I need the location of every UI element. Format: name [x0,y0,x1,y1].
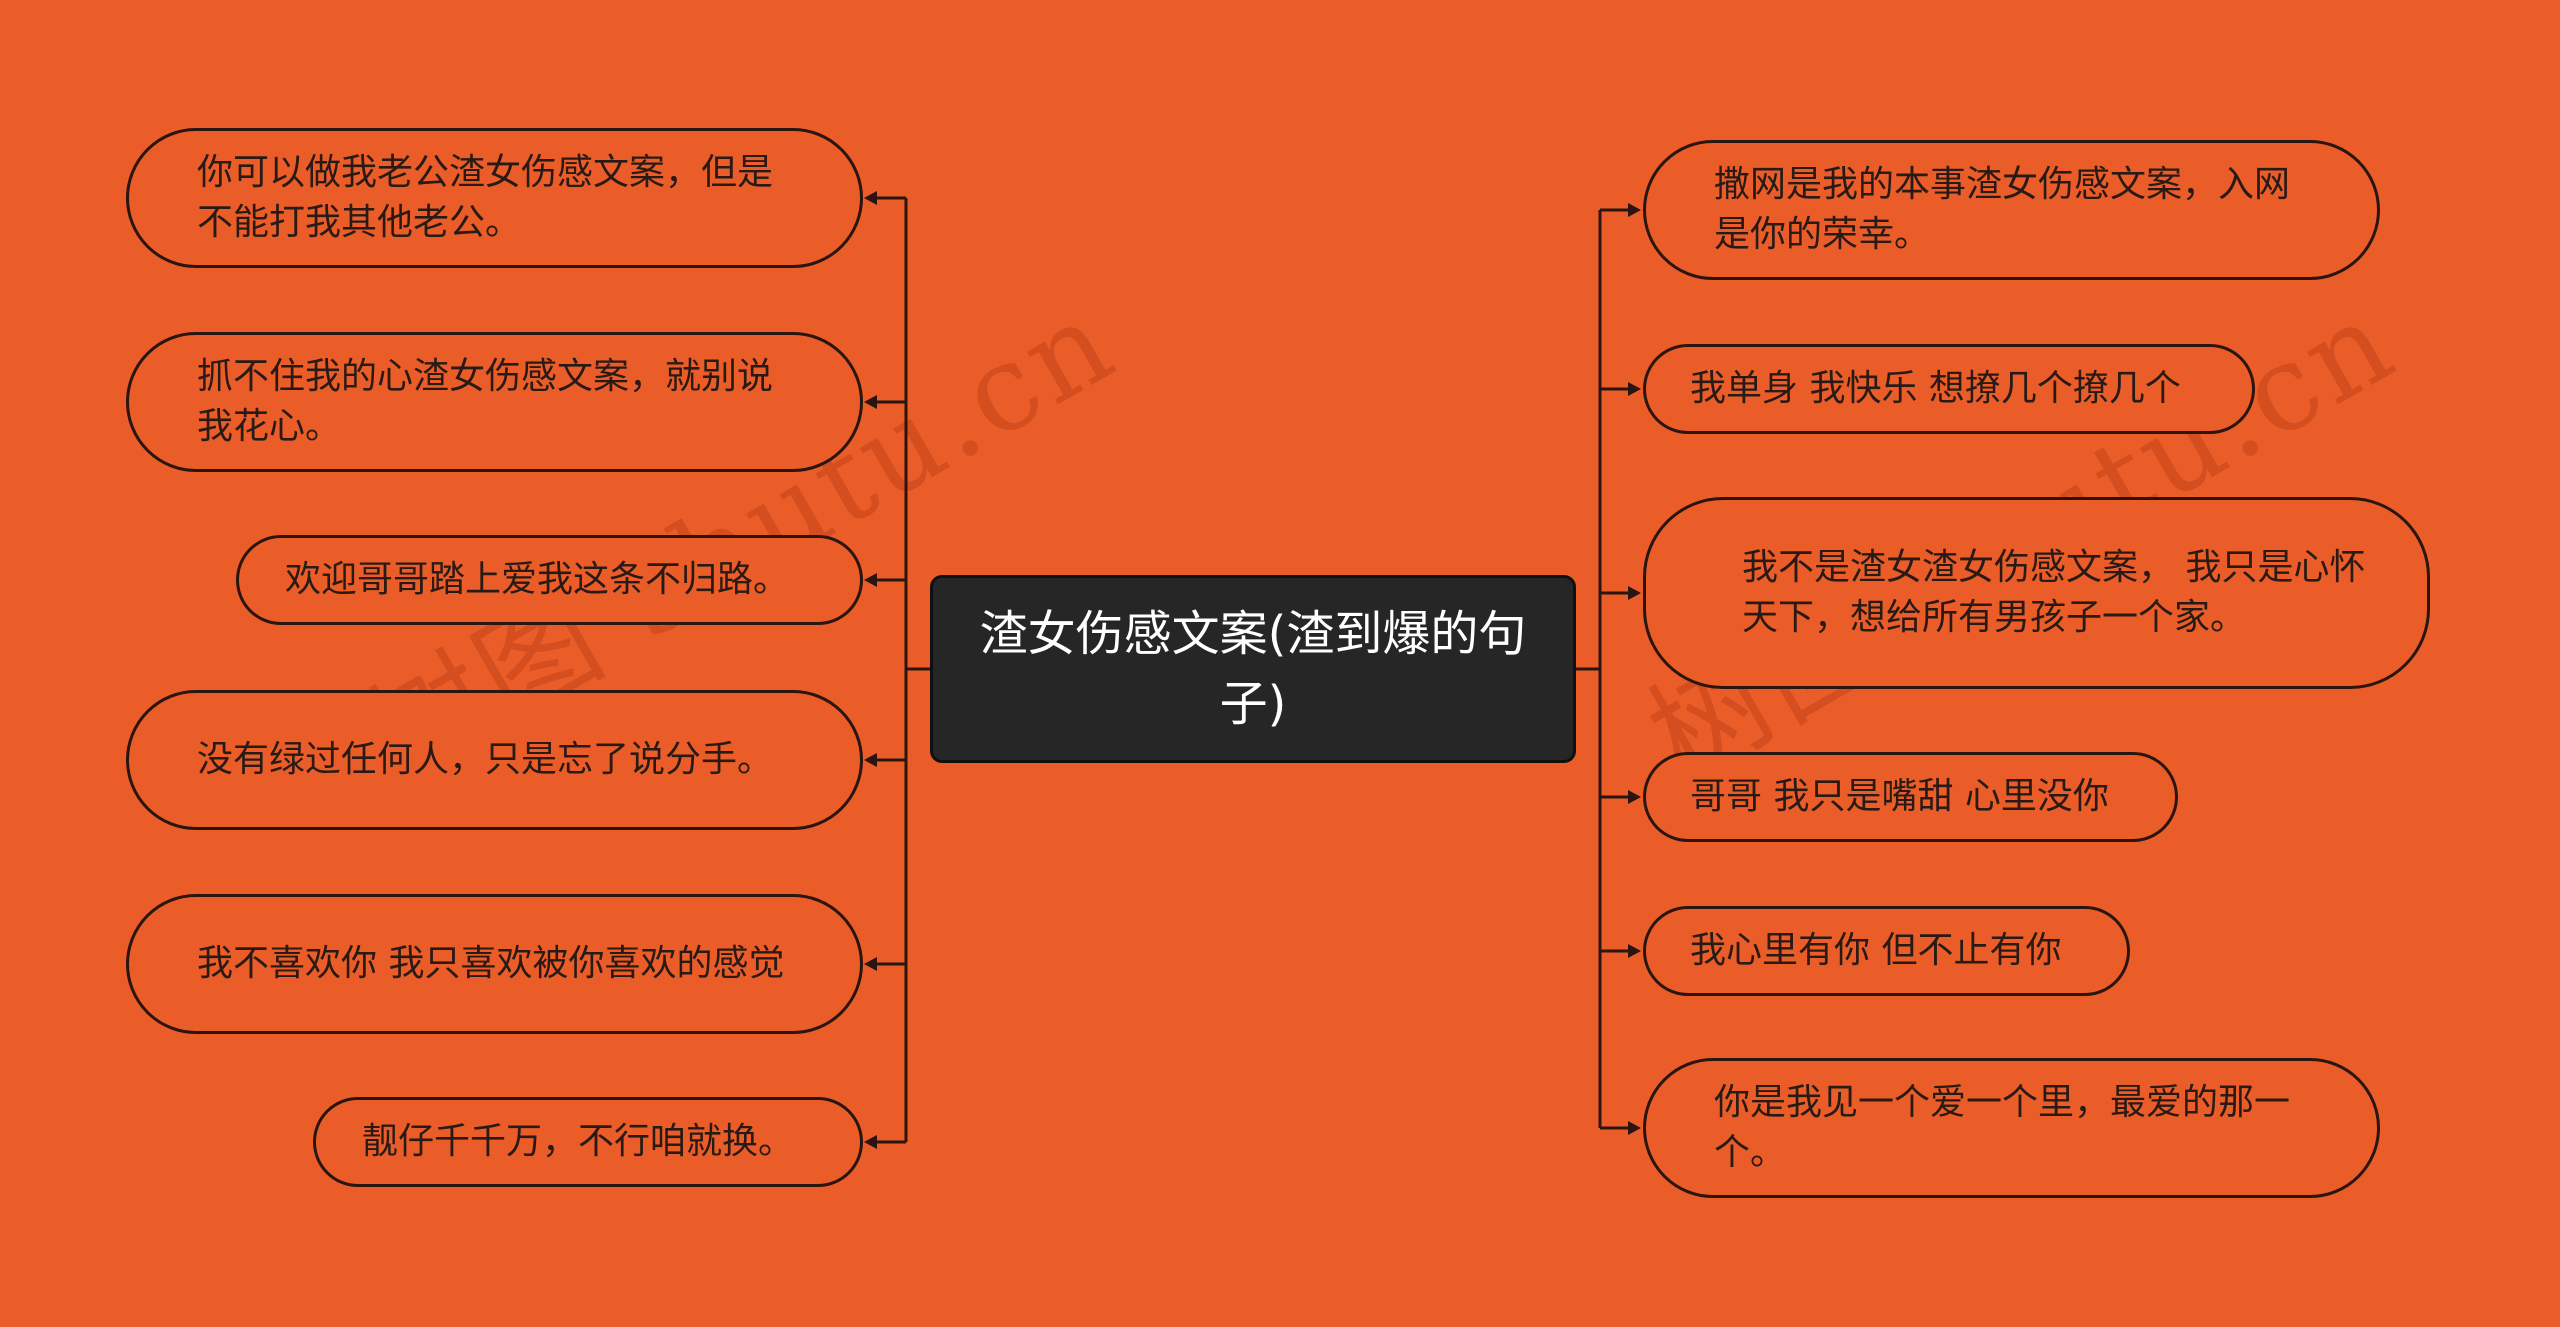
left-node-5[interactable]: 我不喜欢你 我只喜欢被你喜欢的感觉 [126,894,863,1034]
left-node-1-text: 你可以做我老公渣女伤感文案，但是不能打我其他老公。 [197,152,774,243]
left-node-4[interactable]: 没有绿过任何人，只是忘了说分手。 [126,690,863,830]
left-node-6-text: 靓仔千千万，不行咱就换。 [362,1121,795,1162]
central-topic[interactable]: 渣女伤感文案(渣到爆的句子) [930,575,1576,763]
right-node-1[interactable]: 撒网是我的本事渣女伤感文案，入网是你的荣幸。 [1643,140,2380,280]
right-node-3[interactable]: 我不是渣女渣女伤感文案， 我只是心怀天下，想给所有男孩子一个家。 [1643,497,2430,689]
right-node-4-text: 哥哥 我只是嘴甜 心里没你 [1690,776,2109,817]
right-node-6[interactable]: 你是我见一个爱一个里，最爱的那一个。 [1643,1058,2380,1198]
right-node-3-text: 我不是渣女渣女伤感文案， 我只是心怀天下，想给所有男孩子一个家。 [1742,547,2366,638]
right-node-5-text: 我心里有你 但不止有你 [1690,930,2062,971]
left-node-5-text: 我不喜欢你 我只喜欢被你喜欢的感觉 [197,943,785,984]
central-topic-title: 渣女伤感文案(渣到爆的句子) [979,606,1527,732]
left-node-2[interactable]: 抓不住我的心渣女伤感文案，就别说我花心。 [126,332,863,472]
left-node-2-text: 抓不住我的心渣女伤感文案，就别说我花心。 [197,356,774,447]
right-node-5[interactable]: 我心里有你 但不止有你 [1643,906,2130,996]
right-node-1-text: 撒网是我的本事渣女伤感文案，入网是你的荣幸。 [1714,164,2291,255]
right-node-2-text: 我单身 我快乐 想撩几个撩几个 [1690,368,2181,409]
left-node-3-text: 欢迎哥哥踏上爱我这条不归路。 [285,559,790,600]
right-node-4[interactable]: 哥哥 我只是嘴甜 心里没你 [1643,752,2178,842]
left-node-3[interactable]: 欢迎哥哥踏上爱我这条不归路。 [236,535,863,625]
left-node-4-text: 没有绿过任何人，只是忘了说分手。 [197,739,774,780]
right-node-6-text: 你是我见一个爱一个里，最爱的那一个。 [1714,1082,2291,1173]
left-node-6[interactable]: 靓仔千千万，不行咱就换。 [313,1097,863,1187]
left-node-1[interactable]: 你可以做我老公渣女伤感文案，但是不能打我其他老公。 [126,128,863,268]
right-node-2[interactable]: 我单身 我快乐 想撩几个撩几个 [1643,344,2255,434]
